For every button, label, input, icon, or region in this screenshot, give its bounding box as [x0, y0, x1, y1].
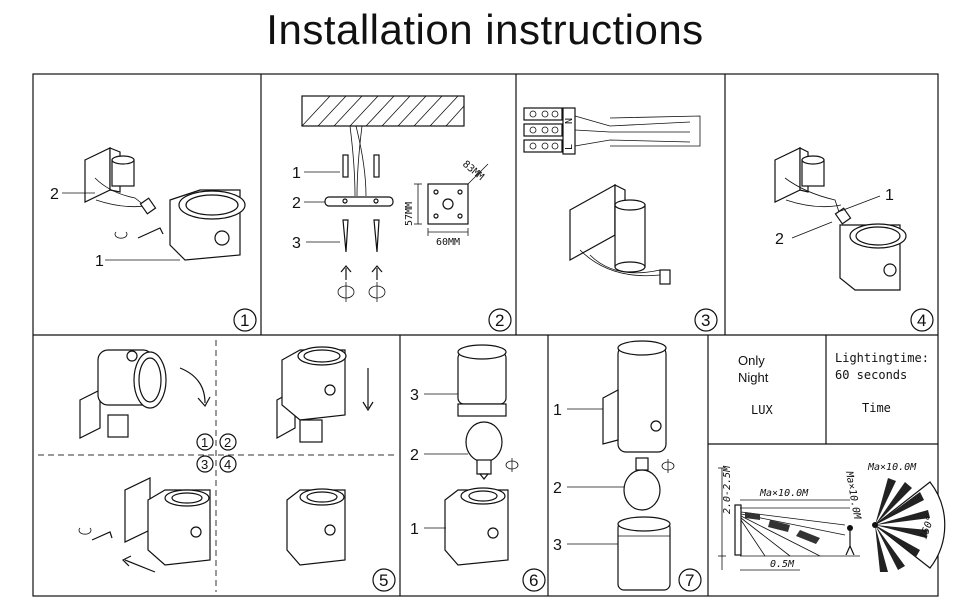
max-range-label: Ma×10.0M — [759, 488, 809, 499]
substep-3: 3 — [201, 457, 208, 472]
dim-width: 60MM — [436, 237, 460, 248]
panel-2: 1 2 3 60MM 57MM 83MM 2 — [292, 95, 512, 332]
callout-1: 1 — [410, 521, 419, 538]
step-badge-5 — [372, 568, 396, 592]
height-range-label: 2.0-2.5M — [722, 465, 733, 514]
step-badge-7 — [678, 568, 702, 592]
callout-2: 2 — [50, 186, 59, 203]
panel-7: 1 2 3 7 — [553, 340, 702, 592]
dim-height: 57MM — [404, 202, 415, 226]
callout-1: 1 — [95, 253, 104, 270]
step-number-6: 6 — [529, 571, 538, 590]
side-range-label: Ma×10.0M — [843, 470, 863, 521]
callout-1: 1 — [885, 187, 894, 204]
step-badge-1 — [233, 308, 257, 332]
lux-label: LUX — [751, 403, 773, 417]
panel-5: 1 2 3 4 5 — [78, 346, 396, 592]
step-badge-2 — [488, 308, 512, 332]
terminal-label-n: N — [564, 118, 575, 124]
callout-3: 3 — [553, 537, 562, 554]
panel-1: 2 1 1 — [50, 147, 257, 332]
substep-badge-2 — [219, 433, 237, 451]
only-night-line2: Night — [738, 370, 769, 385]
callout-2: 2 — [292, 195, 301, 212]
step-number-5: 5 — [379, 571, 388, 590]
lighting-time-label: Lightingtime: — [835, 351, 929, 365]
step-number-3: 3 — [701, 311, 710, 330]
step-number-2: 2 — [495, 311, 504, 330]
substep-badge-3 — [196, 455, 214, 473]
substep-2: 2 — [224, 435, 231, 450]
terminal-label-l: L — [564, 144, 575, 150]
max-range-top-label: Ma×10.0M — [867, 462, 917, 473]
panel-grid — [32, 73, 939, 597]
panel-3: N L 3 — [523, 107, 718, 332]
panel-4: 1 2 4 — [774, 147, 934, 332]
panel-6: 3 2 1 6 — [410, 344, 546, 592]
callout-2: 2 — [553, 480, 562, 497]
detection-diagram: 2.0-2.5M Ma×10.0M 0.5M Ma×10.0M — [718, 462, 946, 572]
callout-1: 1 — [553, 402, 562, 419]
callout-1: 1 — [292, 165, 301, 182]
page-title: Installation instructions — [266, 6, 704, 53]
step-badge-3 — [694, 308, 718, 332]
substep-1: 1 — [201, 435, 208, 450]
callout-3: 3 — [410, 387, 419, 404]
substep-4: 4 — [224, 457, 231, 472]
min-distance-label: 0.5M — [770, 559, 795, 570]
substep-badge-4 — [219, 455, 237, 473]
callout-2: 2 — [410, 447, 419, 464]
callout-2: 2 — [775, 231, 784, 248]
only-night-line1: Only — [738, 353, 765, 368]
step-badge-6 — [522, 568, 546, 592]
lighting-time-value: 60 seconds — [835, 368, 907, 382]
substep-badge-1 — [196, 433, 214, 451]
step-number-1: 1 — [240, 311, 249, 330]
step-number-4: 4 — [917, 311, 926, 330]
sensor-settings: Only Night LUX Lightingtime: 60 seconds … — [738, 351, 929, 417]
step-number-7: 7 — [685, 571, 694, 590]
callout-3: 3 — [292, 235, 301, 252]
time-label: Time — [862, 401, 891, 415]
step-badge-4 — [910, 308, 934, 332]
